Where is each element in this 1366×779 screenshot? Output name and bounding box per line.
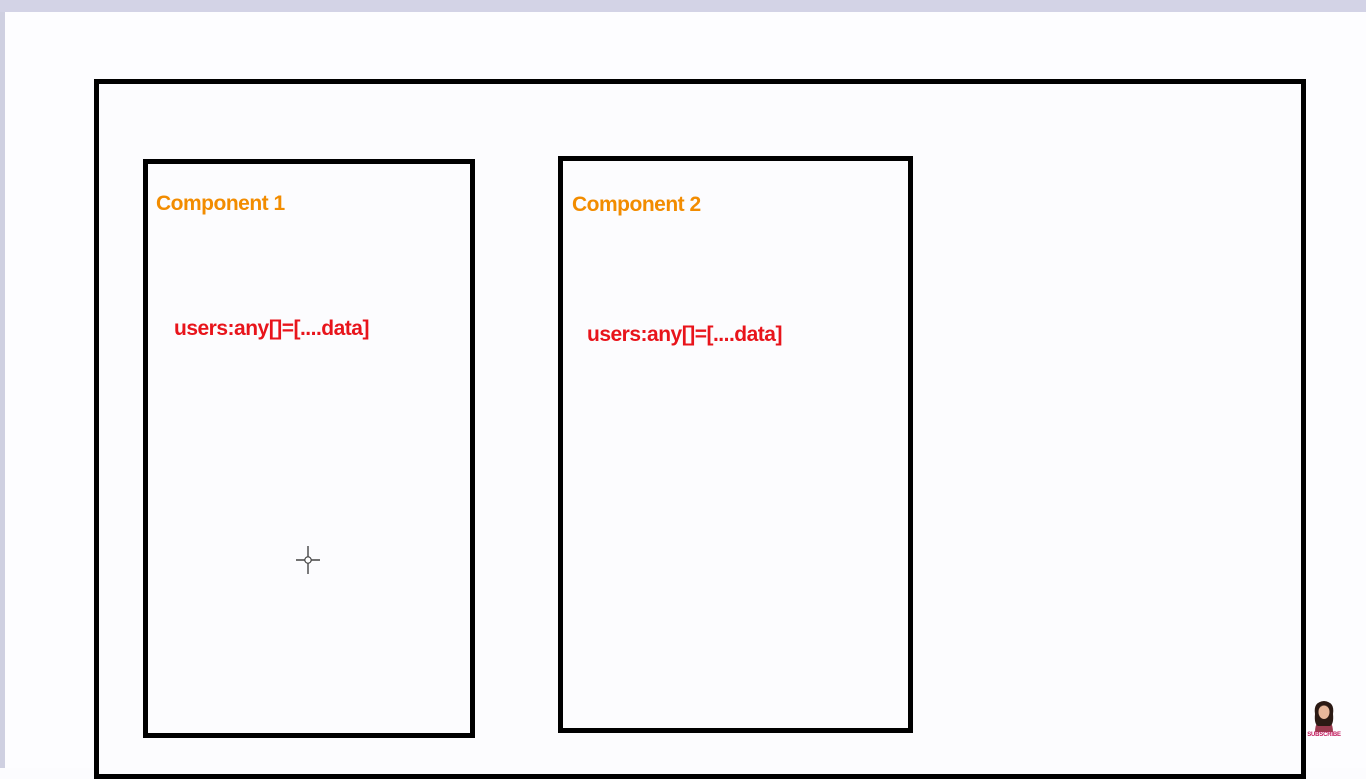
component-1-users-code: users:any[]=[....data]: [174, 317, 369, 340]
subscribe-label[interactable]: SUBSCRIBE: [1307, 732, 1341, 738]
subscribe-badge[interactable]: SUBSCRIBE: [1303, 698, 1345, 742]
crosshair-cursor-icon: [296, 546, 320, 574]
component-1-box: Component 1 users:any[]=[....data]: [143, 159, 475, 738]
component-2-users-code: users:any[]=[....data]: [587, 323, 782, 346]
component-2-box: Component 2 users:any[]=[....data]: [558, 156, 913, 733]
window-left-border: [0, 12, 5, 768]
component-1-title: Component 1: [156, 192, 285, 215]
component-2-title: Component 2: [572, 193, 701, 216]
window-top-border: [0, 0, 1366, 12]
avatar-icon: [1314, 701, 1334, 732]
